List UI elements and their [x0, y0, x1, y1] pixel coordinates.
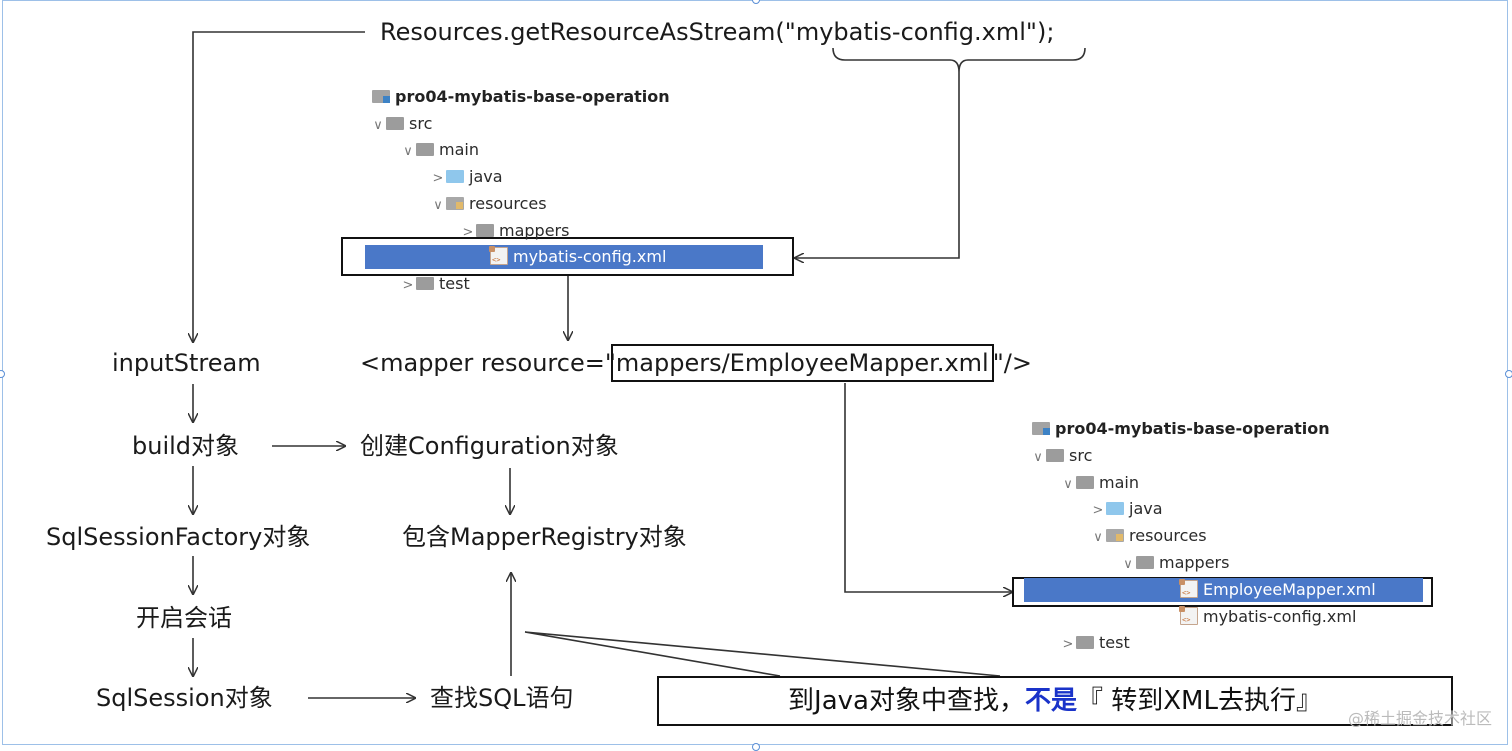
find-sql-node: 查找SQL语句	[430, 684, 574, 712]
resources-folder-icon	[1106, 529, 1124, 543]
note-part1: 到Java对象中查找，	[788, 686, 1025, 716]
folder-icon	[1076, 636, 1094, 650]
chevron-right-icon[interactable]: >	[432, 171, 444, 187]
tree-row-label: test	[439, 273, 470, 293]
tree-row[interactable]: > mappers	[460, 219, 570, 243]
mapper-prefix: <mapper resource="	[360, 349, 616, 377]
arrow-mapper-to-employeemapper	[844, 383, 1012, 592]
tree-row-label: src	[409, 113, 433, 133]
tree-row[interactable]: mybatis-config.xml	[365, 245, 763, 270]
source-folder-icon	[446, 170, 464, 184]
resources-folder-icon	[446, 196, 464, 210]
tree-row-label: main	[1099, 472, 1139, 492]
tree-row-label: mybatis-config.xml	[513, 247, 667, 267]
chevron-down-icon[interactable]: ∨	[1093, 530, 1103, 546]
tree-row-label: pro04-mybatis-base-operation	[1055, 419, 1330, 438]
watermark: @稀土掘金技术社区	[1347, 709, 1492, 728]
folder-icon	[476, 223, 494, 237]
tree-row[interactable]: mybatis-config.xml	[1164, 605, 1356, 629]
chevron-down-icon[interactable]: ∨	[1063, 476, 1073, 492]
xml-file-icon	[1179, 578, 1198, 598]
source-folder-icon	[1106, 502, 1124, 516]
folder-icon	[1136, 556, 1154, 569]
call-suffix: ");	[1025, 18, 1055, 46]
tree-row[interactable]: > test	[400, 272, 470, 296]
chevron-down-icon[interactable]: ∨	[403, 144, 413, 160]
tree-row-label: java	[1129, 499, 1163, 519]
chevron-down-icon[interactable]: ∨	[433, 197, 443, 213]
tree-row-label: resources	[469, 193, 547, 213]
mapper-suffix: "/>	[992, 349, 1032, 377]
tree-row[interactable]: > test	[1060, 631, 1130, 655]
build-node: build对象	[132, 432, 240, 460]
config-file-highlight-box	[341, 237, 794, 276]
sqlsession-node: SqlSession对象	[96, 684, 273, 712]
tree-row-label: pro04-mybatis-base-operation	[395, 87, 670, 106]
folder-icon	[1046, 448, 1064, 462]
callout-pointer	[524, 631, 1001, 677]
tree-row[interactable]: ∨ resources	[430, 192, 547, 216]
xml-file-icon	[1179, 605, 1198, 625]
resize-handle-right[interactable]	[1505, 370, 1512, 378]
chevron-right-icon[interactable]: >	[462, 224, 474, 240]
chevron-right-icon[interactable]: >	[402, 277, 414, 293]
mapperregistry-node: 包含MapperRegistry对象	[402, 523, 687, 551]
tree-row[interactable]: ∨ main	[400, 138, 479, 162]
tree-row-label: test	[1099, 633, 1130, 653]
note-part3: 『 转到XML去执行』	[1076, 686, 1322, 716]
folder-icon	[416, 143, 434, 157]
resize-handle-left[interactable]	[0, 370, 5, 378]
chevron-down-icon[interactable]: ∨	[1033, 449, 1043, 465]
tree-row[interactable]: pro04-mybatis-base-operation	[356, 85, 670, 109]
tree-row[interactable]: ∨ resources	[1090, 524, 1207, 548]
tree-row-label: resources	[1129, 526, 1207, 546]
inputstream-node: inputStream	[112, 349, 261, 377]
mapper-resource-text: <mapper resource="mappers/EmployeeMapper…	[360, 344, 1032, 382]
resources-call-text: Resources.getResourceAsStream("mybatis-c…	[380, 20, 1054, 44]
tree-row[interactable]: ∨ main	[1060, 471, 1139, 495]
tree-row[interactable]: > java	[430, 165, 503, 189]
tree-row-label: java	[469, 167, 503, 187]
callout-note: 到Java对象中查找，不是『 转到XML去执行』	[657, 676, 1453, 726]
sqlsessionfactory-node: SqlSessionFactory对象	[46, 523, 311, 551]
folder-icon	[416, 276, 434, 290]
configuration-node: 创建Configuration对象	[360, 432, 619, 460]
tree-row[interactable]: EmployeeMapper.xml	[1024, 577, 1423, 602]
tree-row[interactable]: ∨ src	[370, 112, 432, 136]
tree-row[interactable]: > java	[1090, 497, 1163, 521]
project-icon	[1032, 422, 1050, 435]
tree-row[interactable]: pro04-mybatis-base-operation	[1016, 417, 1330, 441]
chevron-down-icon[interactable]: ∨	[373, 117, 383, 133]
tree-row-label: src	[1069, 445, 1093, 465]
tree-row-label: mappers	[1159, 553, 1230, 572]
tree-row-label: mybatis-config.xml	[1203, 606, 1357, 626]
folder-icon	[1076, 475, 1094, 489]
arrow-brace-to-config-file	[795, 72, 960, 258]
brace-config-arg	[832, 47, 1086, 73]
tree-row-label: mappers	[499, 220, 570, 240]
call-arg: mybatis-config.xml	[795, 18, 1026, 46]
chevron-right-icon[interactable]: >	[1092, 503, 1104, 519]
call-prefix: Resources.getResourceAsStream("	[380, 18, 796, 46]
note-negation: 不是	[1024, 686, 1077, 716]
tree-row-label: EmployeeMapper.xml	[1203, 579, 1376, 599]
tree-row[interactable]: ∨ src	[1030, 444, 1092, 468]
tree-row[interactable]: ∨ mappers	[1120, 551, 1229, 575]
xml-file-icon	[489, 246, 508, 266]
arrow-call-to-inputstream	[193, 31, 365, 342]
folder-icon	[386, 116, 404, 130]
chevron-down-icon[interactable]: ∨	[1123, 557, 1133, 572]
mapper-arg: mappers/EmployeeMapper.xml	[610, 344, 994, 382]
open-session-node: 开启会话	[136, 604, 232, 632]
project-icon	[372, 90, 390, 103]
chevron-right-icon[interactable]: >	[1062, 637, 1074, 653]
tree-row-label: main	[439, 140, 479, 160]
